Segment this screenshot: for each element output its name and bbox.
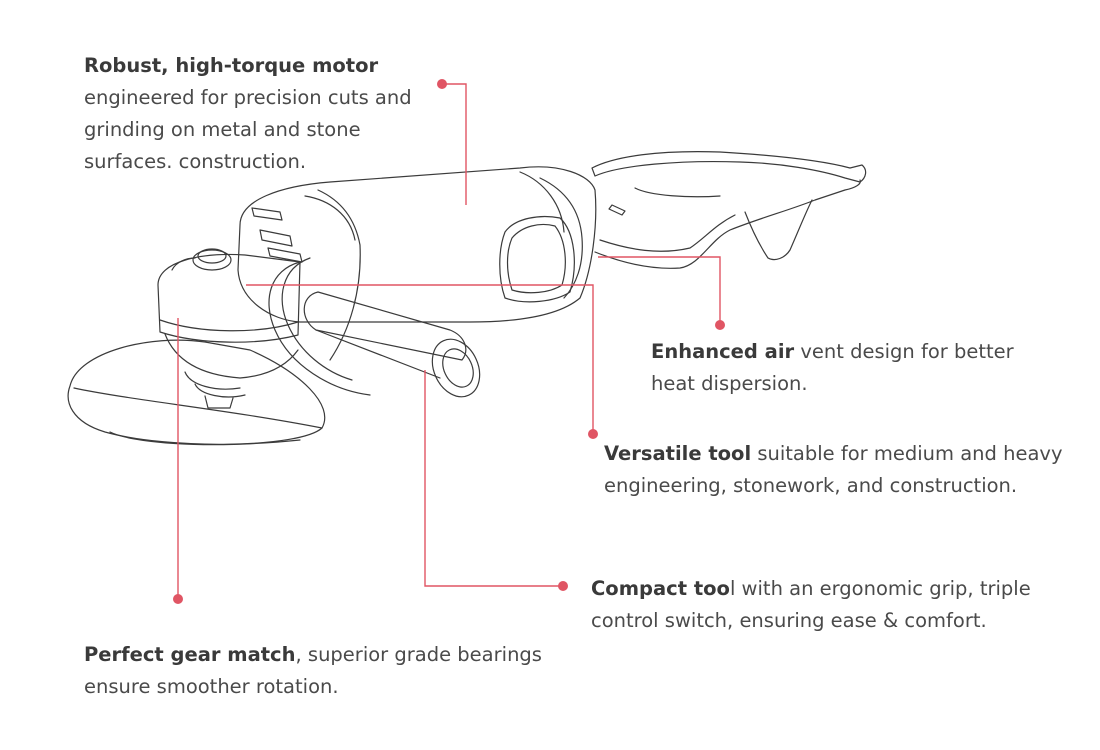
gear-head <box>157 253 301 343</box>
callout-air-title: Enhanced air <box>651 340 795 363</box>
callout-motor: Robust, high-torque motor engineered for… <box>84 50 444 178</box>
leader-motor <box>442 83 467 205</box>
callout-compact: Compact tool with an ergonomic grip, tri… <box>591 573 1061 637</box>
leader-dots <box>173 79 725 604</box>
leader-air <box>598 256 721 325</box>
disc-guard <box>67 339 326 445</box>
callout-air-text: vent design for better heat dispersion. <box>651 340 1014 395</box>
motor-housing <box>237 166 597 323</box>
callout-motor-text: engineered for precision cuts and grindi… <box>84 86 412 173</box>
dot-motor <box>437 79 447 89</box>
angle-grinder-icon <box>67 151 867 446</box>
callout-compact-text: l with an ergonomic grip, triple control… <box>591 577 1031 632</box>
callout-compact-title: Compact too <box>591 577 730 600</box>
callout-versatile: Versatile tool suitable for medium and h… <box>604 438 1074 502</box>
callout-gear-text: , superior grade bearings ensure smoothe… <box>84 643 542 698</box>
dot-versatile <box>588 429 598 439</box>
dot-gear <box>173 594 183 604</box>
dot-compact <box>558 581 568 591</box>
leader-versatile <box>246 284 594 433</box>
callout-motor-title: Robust, high-torque motor <box>84 54 379 77</box>
callout-gear-title: Perfect gear match <box>84 643 296 666</box>
callout-versatile-title: Versatile tool <box>604 442 752 465</box>
callout-gear: Perfect gear match, superior grade beari… <box>84 639 554 703</box>
leader-lines <box>177 83 721 599</box>
side-handle <box>303 291 467 361</box>
head-vent <box>251 207 283 221</box>
rear-handle <box>591 151 867 183</box>
leader-compact <box>424 370 562 587</box>
callout-versatile-text: suitable for medium and heavy engineerin… <box>604 442 1063 497</box>
rear-vent <box>499 215 575 303</box>
dot-air <box>715 320 725 330</box>
callout-air-vent: Enhanced air vent design for better heat… <box>651 336 1051 400</box>
